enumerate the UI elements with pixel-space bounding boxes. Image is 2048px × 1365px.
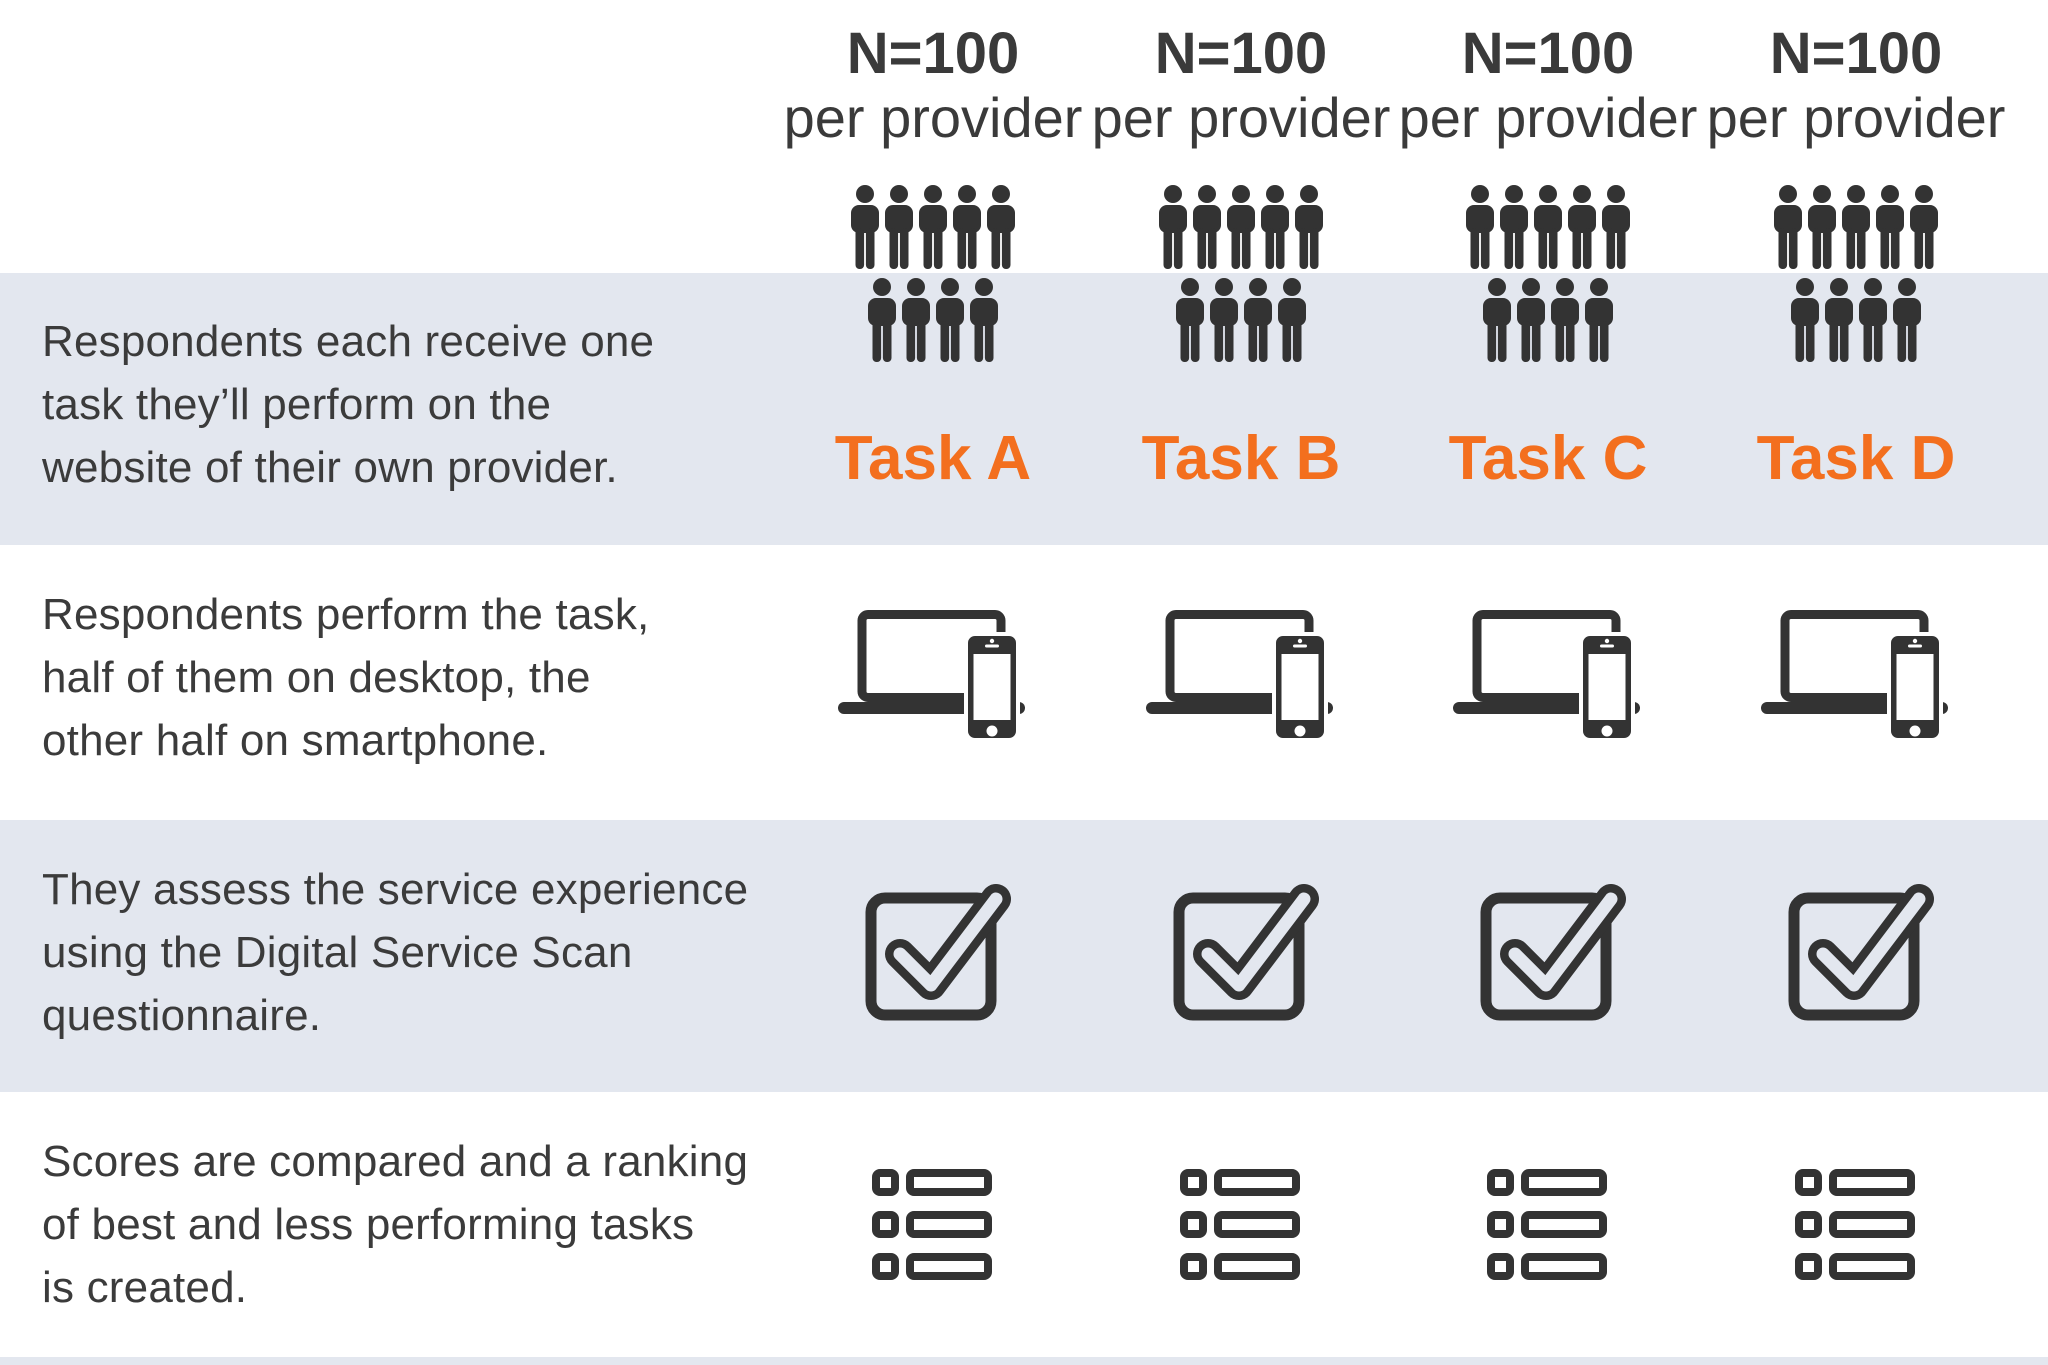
- person-icon: [1788, 277, 1822, 363]
- person-icon: [1548, 277, 1582, 363]
- sample-size-label: N=100: [1154, 21, 1328, 86]
- people-group-icon: [1394, 184, 1702, 363]
- list-ranking-icon: [779, 1169, 1087, 1283]
- row-band-task: [0, 273, 2048, 545]
- person-icon: [1241, 277, 1275, 363]
- task-a-label: Task A: [834, 424, 1032, 493]
- person-icon: [1497, 184, 1531, 270]
- people-group-icon: [779, 184, 1087, 363]
- checked-checkbox-icon: [1702, 876, 2010, 1021]
- laptop-and-smartphone-icon: [1087, 610, 1395, 744]
- person-icon: [1565, 184, 1599, 270]
- list-ranking-icon: [1702, 1169, 2010, 1283]
- per-provider-label: per provider: [1091, 86, 1391, 149]
- column-task-c: N=100 per provider Task C: [1394, 0, 1702, 1365]
- row-band-bottom-edge: [0, 1357, 2048, 1365]
- person-icon: [933, 277, 967, 363]
- person-icon: [865, 277, 899, 363]
- person-icon: [1582, 277, 1616, 363]
- checked-checkbox-icon: [1087, 876, 1395, 1021]
- step-1-description: Respondents each receive one task they’l…: [42, 317, 655, 492]
- person-icon: [1224, 184, 1258, 270]
- checked-checkbox-icon: [779, 876, 1087, 1021]
- person-icon: [916, 184, 950, 270]
- person-icon: [899, 277, 933, 363]
- per-provider-label: per provider: [1398, 86, 1698, 149]
- person-icon: [1907, 184, 1941, 270]
- laptop-and-smartphone-icon: [1394, 610, 1702, 744]
- step-3-description: They assess the service experience using…: [42, 865, 749, 1040]
- sample-size-label: N=100: [1769, 21, 1943, 86]
- person-icon: [1531, 184, 1565, 270]
- person-icon: [848, 184, 882, 270]
- column-task-b: N=100 per provider Task B: [1087, 0, 1395, 1365]
- person-icon: [1156, 184, 1190, 270]
- person-icon: [1873, 184, 1907, 270]
- sample-size-label: N=100: [846, 21, 1020, 86]
- column-task-d: N=100 per provider Task D: [1702, 0, 2010, 1365]
- person-icon: [1890, 277, 1924, 363]
- laptop-and-smartphone-icon: [1702, 610, 2010, 744]
- person-icon: [1463, 184, 1497, 270]
- person-icon: [882, 184, 916, 270]
- task-c-label: Task C: [1448, 424, 1648, 493]
- person-icon: [1258, 184, 1292, 270]
- person-icon: [1856, 277, 1890, 363]
- people-group-icon: [1087, 184, 1395, 363]
- person-icon: [1771, 184, 1805, 270]
- step-4-description: Scores are compared and a ranking of bes…: [42, 1137, 749, 1312]
- person-icon: [1190, 184, 1224, 270]
- person-icon: [1480, 277, 1514, 363]
- person-icon: [1599, 184, 1633, 270]
- person-icon: [984, 184, 1018, 270]
- person-icon: [967, 277, 1001, 363]
- person-icon: [1207, 277, 1241, 363]
- list-ranking-icon: [1394, 1169, 1702, 1283]
- per-provider-label: per provider: [783, 86, 1083, 149]
- task-b-label: Task B: [1141, 424, 1341, 493]
- per-provider-label: per provider: [1706, 86, 2006, 149]
- person-icon: [1275, 277, 1309, 363]
- task-d-label: Task D: [1756, 424, 1956, 493]
- laptop-and-smartphone-icon: [779, 610, 1087, 744]
- person-icon: [1839, 184, 1873, 270]
- person-icon: [1173, 277, 1207, 363]
- checked-checkbox-icon: [1394, 876, 1702, 1021]
- row-band-assessment: [0, 820, 2048, 1092]
- column-task-a: N=100 per provider Task A: [779, 0, 1087, 1365]
- list-ranking-icon: [1087, 1169, 1395, 1283]
- person-icon: [950, 184, 984, 270]
- person-icon: [1805, 184, 1839, 270]
- person-icon: [1822, 277, 1856, 363]
- person-icon: [1514, 277, 1548, 363]
- step-2-description: Respondents perform the task, half of th…: [42, 590, 650, 765]
- sample-size-label: N=100: [1461, 21, 1635, 86]
- people-group-icon: [1702, 184, 2010, 363]
- person-icon: [1292, 184, 1326, 270]
